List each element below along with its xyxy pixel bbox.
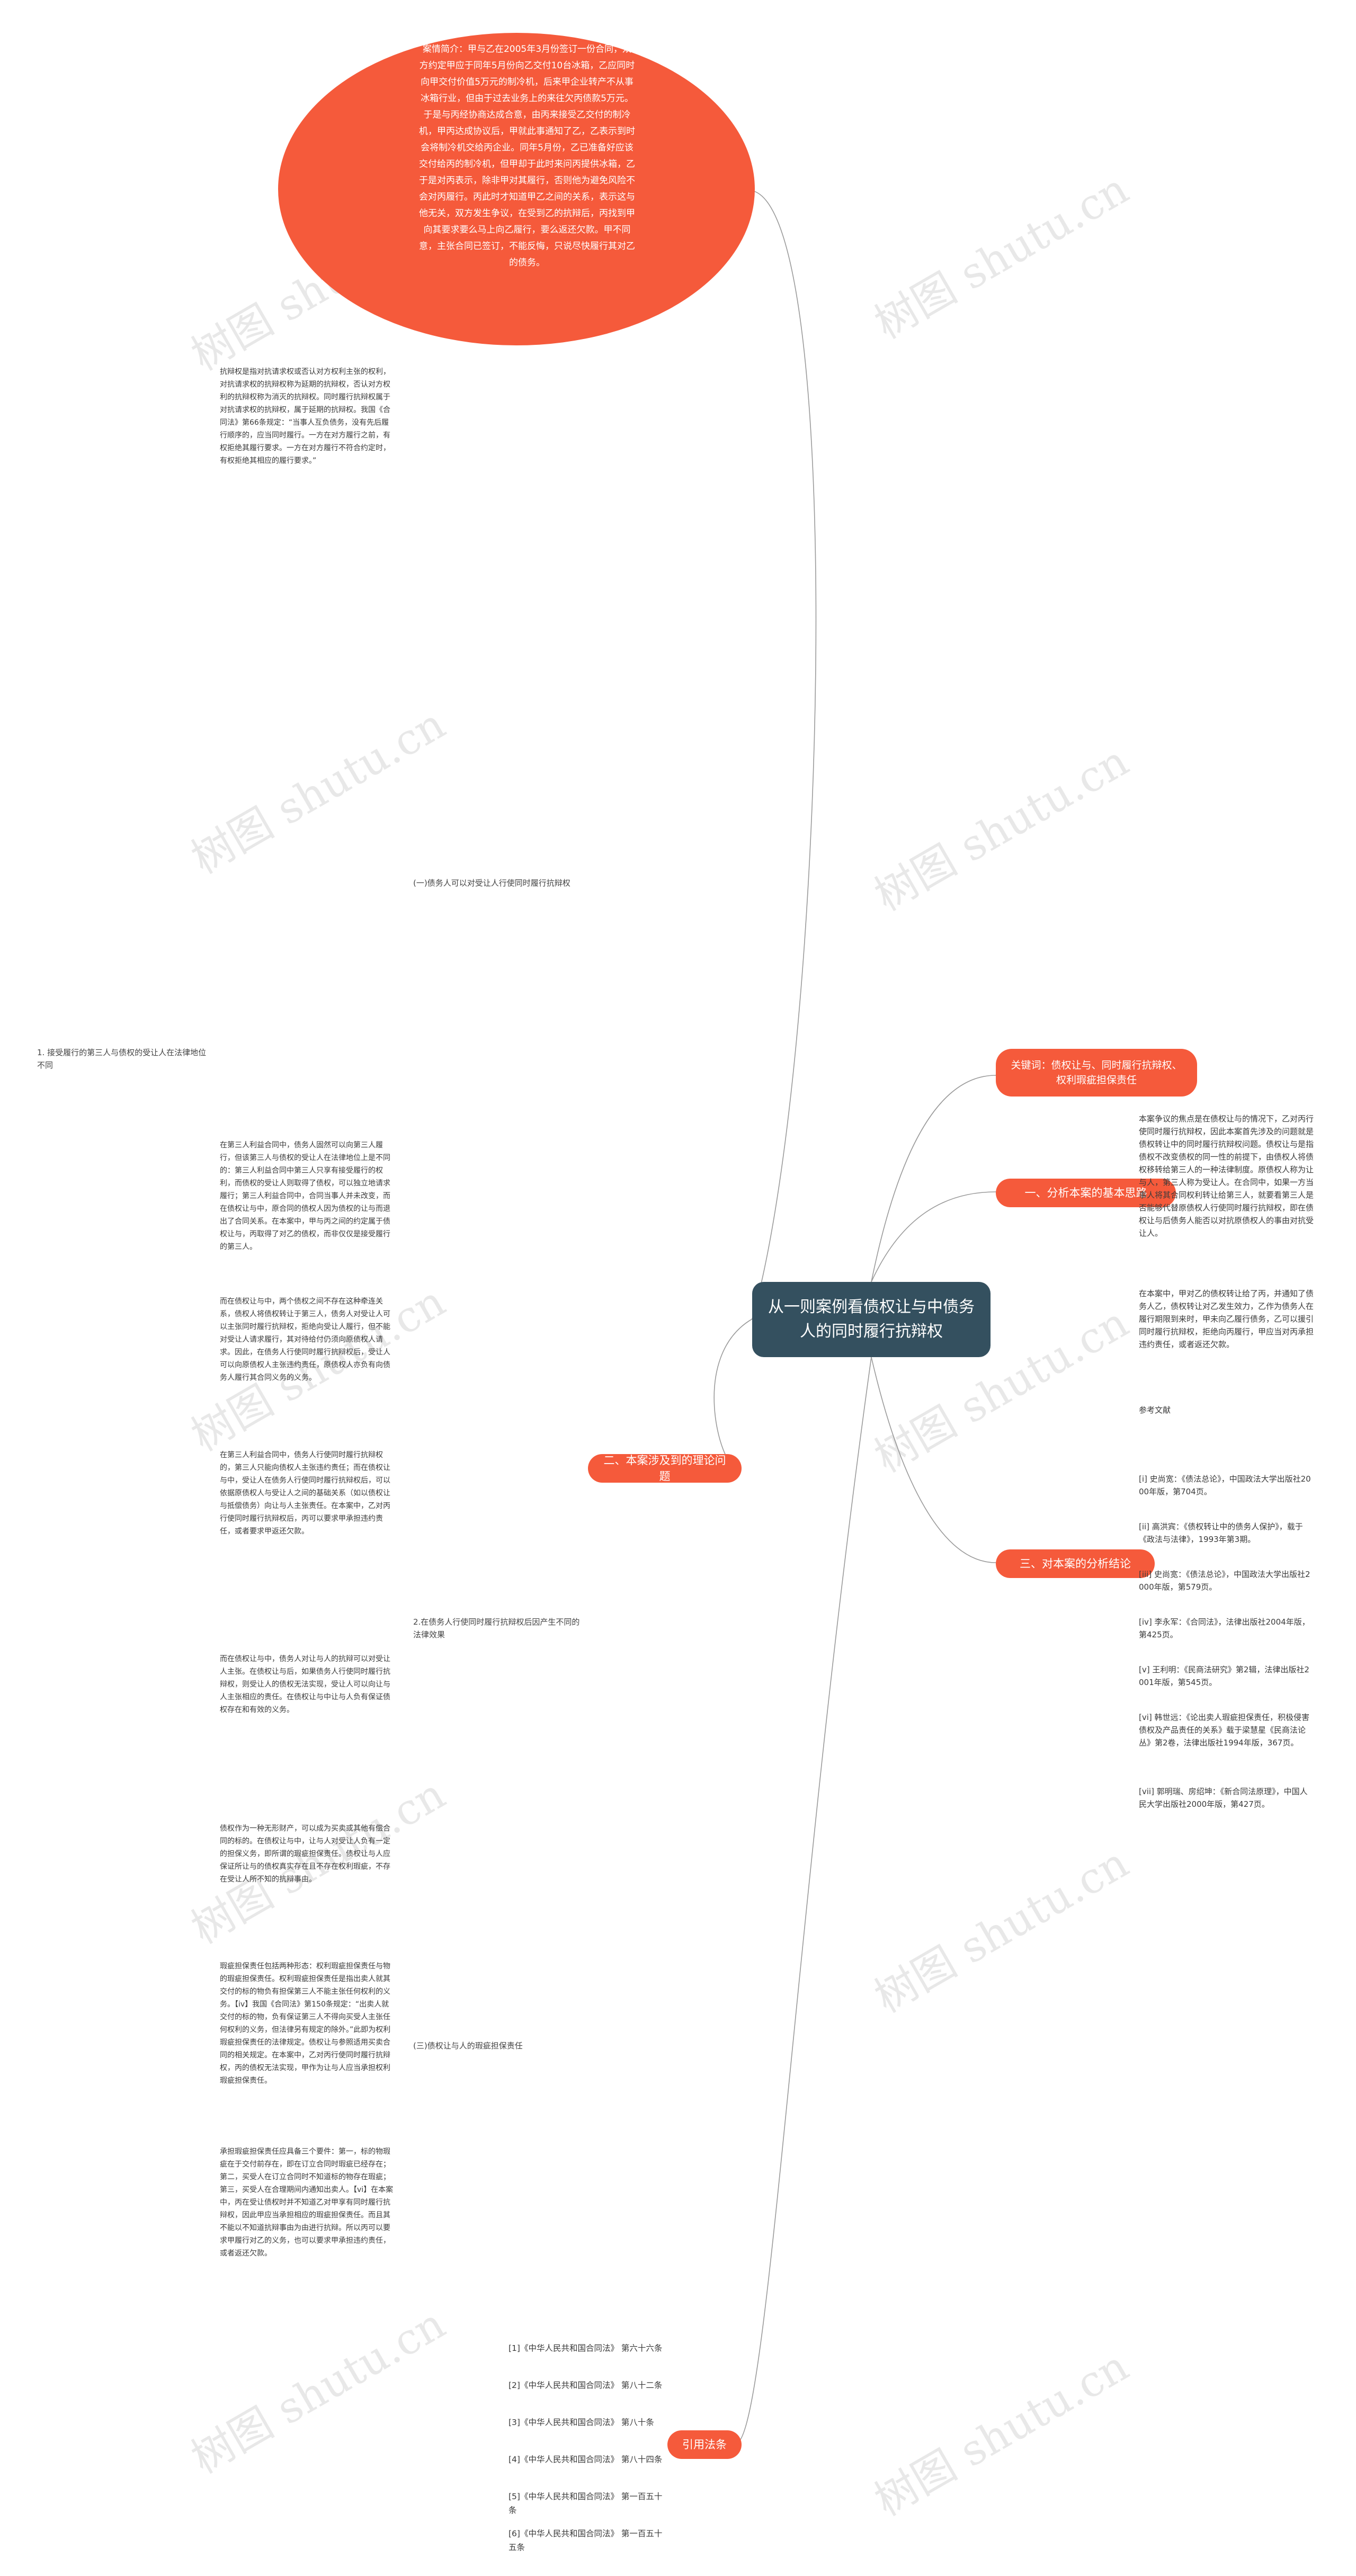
law-item[interactable]: [3]《中华人民共和国合同法》 第八十条 — [508, 2418, 654, 2427]
keywords-node[interactable]: 关键词：债权让与、同时履行抗辩权、权利瑕疵担保责任 — [996, 1049, 1197, 1097]
reference-item: [v] 王利明：《民商法研究》第2辑，法律出版社2001年版，第545页。 — [1139, 1665, 1309, 1687]
reference-item: [ii] 高洪宾：《债权转让中的债务人保护》，载于《政法与法律》，1993年第3… — [1139, 1522, 1303, 1544]
theory-text: 承担瑕疵担保责任应具备三个要件：第一，标的物瑕疵在于交付前存在，即在订立合同时瑕… — [220, 2147, 394, 2258]
theory-sub-1[interactable]: (一)债务人可以对受让人行使同时履行抗辩权 — [413, 878, 570, 888]
connector-analysis — [871, 1191, 996, 1282]
theory-item-1[interactable]: 1. 接受履行的第三人与债权的受让人在法律地位不同 — [37, 1048, 207, 1070]
root-topic[interactable]: 从一则案例看债权让与中债务人的同时履行抗辩权 — [752, 1282, 991, 1357]
branch-conclusion[interactable]: 三、对本案的分析结论 — [996, 1549, 1155, 1578]
theory-text: 而在债权让与中，债务人对让与人的抗辩可以对受让人主张。在债权让与后，如果债务人行… — [220, 1655, 390, 1714]
law-item[interactable]: [5]《中华人民共和国合同法》 第一百五十条 — [508, 2492, 663, 2515]
connector-conclusion — [871, 1357, 996, 1563]
law-item[interactable]: [6]《中华人民共和国合同法》 第一百五十五条 — [508, 2529, 663, 2552]
reference-item: [vii] 郭明瑞、房绍坤：《新合同法原理》，中国人民大学出版社2000年版，第… — [1139, 1787, 1308, 1809]
connector-theory — [713, 1318, 753, 1468]
reference-item: [iii] 史尚宽：《债法总论》，中国政法大学出版社2000年版，第579页。 — [1139, 1570, 1310, 1592]
law-item[interactable]: [2]《中华人民共和国合同法》 第八十二条 — [508, 2381, 663, 2390]
theory-text: 而在债权让与中，两个债权之间不存在这种牵连关系，债权人将债权转让于第三人，债务人… — [220, 1297, 390, 1382]
theory-text: 瑕疵担保责任包括两种形态：权利瑕疵担保责任与物的瑕疵担保责任。权利瑕疵担保责任是… — [220, 1962, 391, 2085]
analysis-text: 本案争议的焦点是在债权让与的情况下，乙对丙行使同时履行抗辩权，因此本案首先涉及的… — [1139, 1114, 1314, 1238]
theory-sub-2[interactable]: 2.在债务人行使同时履行抗辩权后因产生不同的法律效果 — [413, 1617, 580, 1639]
theory-text: 在第三人利益合同中，债务人固然可以向第三人履行，但该第三人与债权的受让人在法律地… — [220, 1141, 390, 1251]
reference-item: [iv] 李永军：《合同法》，法律出版社2004年版，第425页。 — [1139, 1617, 1310, 1639]
reference-heading: 参考文献 — [1139, 1405, 1171, 1415]
branch-theory[interactable]: 二、本案涉及到的理论问题 — [588, 1454, 742, 1483]
conclusion-paragraph: 在本案中，甲对乙的债权转让给了丙，并通知了债务人乙，债权转让对乙发生效力，乙作为… — [1139, 1289, 1314, 1349]
connector-laws — [736, 1357, 872, 2444]
branch-analysis[interactable]: 一、分析本案的基本思路 — [996, 1179, 1176, 1207]
theory-text: 债权作为一种无形财产，可以成为买卖或其他有偿合同的标的。在债权让与中，让与人对受… — [220, 1824, 390, 1884]
theory-sub-3[interactable]: (三)债权让与人的瑕疵担保责任 — [413, 2041, 523, 2051]
reference-item: [vi] 韩世远：《论出卖人瑕疵担保责任，积极侵害债权及产品责任的关系》载于梁慧… — [1139, 1713, 1310, 1748]
reference-item: [i] 史尚宽：《债法总论》，中国政法大学出版社2000年版，第704页。 — [1139, 1474, 1311, 1496]
case-summary-bubble[interactable] — [278, 33, 755, 345]
law-item[interactable]: [1]《中华人民共和国合同法》 第六十六条 — [508, 2343, 663, 2353]
branch-laws[interactable]: 引用法条 — [667, 2430, 742, 2459]
law-item[interactable]: [4]《中华人民共和国合同法》 第八十四条 — [508, 2455, 663, 2464]
theory-text: 在第三人利益合同中，债务人行使同时履行抗辩权的，第三人只能向债权人主张违约责任；… — [220, 1451, 390, 1536]
theory-text: 抗辩权是指对抗请求权或否认对方权利主张的权利，对抗请求权的抗辩权称为延期的抗辩权… — [220, 368, 390, 465]
case-summary-text: 案情简介：甲与乙在2005年3月份签订一份合同，双方约定甲应于同年5月份向乙交付… — [419, 44, 635, 268]
connector-keywords — [871, 1075, 996, 1282]
connector-case — [752, 190, 817, 1320]
